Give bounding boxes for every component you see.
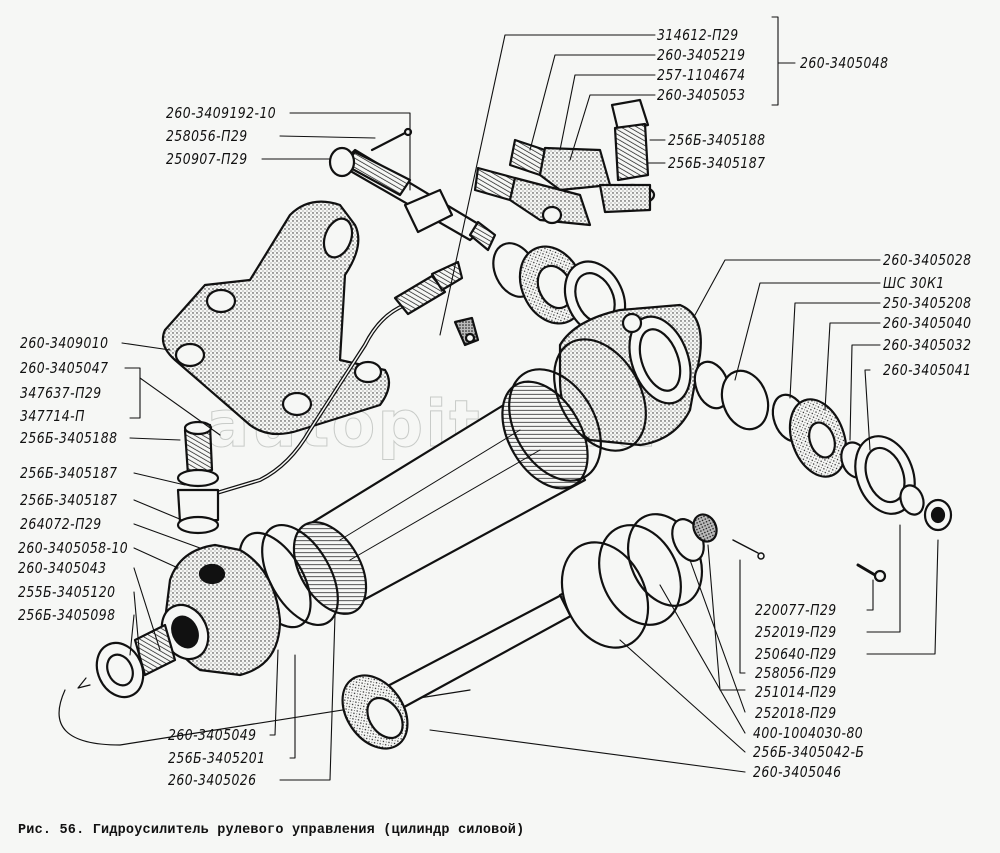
ball-joint-stud: [176, 420, 220, 535]
part-label: 260-3405041: [883, 361, 972, 379]
part-label: 260-3405047: [20, 359, 109, 377]
part-label: 256Б-3405201: [168, 749, 266, 767]
part-label: 250640-П29: [755, 645, 837, 663]
part-label: 260-3405026: [168, 771, 257, 789]
part-label: 260-3405032: [883, 336, 972, 354]
part-label: 260-3409010: [20, 334, 109, 352]
part-label: ШС 30К1: [883, 274, 945, 292]
cylinder-rear-head: [558, 303, 702, 447]
part-label: 347714-П: [20, 407, 85, 425]
figure-caption: Рис. 56. Гидроусилитель рулевого управле…: [18, 823, 525, 838]
breather-plug: [453, 316, 480, 347]
part-label: 255Б-3405120: [18, 583, 116, 601]
part-label: 256Б-3405098: [18, 606, 116, 624]
part-label: 260-3405058-10: [18, 539, 129, 557]
part-label: 314612-П29: [657, 26, 739, 44]
part-label: 256Б-3405187: [20, 464, 118, 482]
part-label: 256Б-3405187: [20, 491, 118, 509]
part-label: 260-3405043: [18, 559, 107, 577]
part-label: 347637-П29: [20, 384, 102, 402]
part-label: 260-3405040: [883, 314, 972, 332]
front-seals: [492, 242, 627, 336]
mounting-bracket: [161, 200, 391, 436]
part-label: 258056-П29: [755, 664, 837, 682]
part-label: 260-3405028: [883, 251, 972, 269]
assembly-label: 260-3405048: [800, 54, 889, 72]
part-label: 220077-П29: [755, 601, 837, 619]
part-label: 251014-П29: [755, 683, 837, 701]
rear-bearing-stack: [693, 360, 953, 583]
part-label: 260-3405046: [753, 763, 842, 781]
leader-lines: [121, 16, 939, 781]
part-label: 260-3405053: [657, 86, 746, 104]
front-seal-stack: [58, 623, 471, 746]
part-label: 257-1104674: [657, 66, 746, 84]
part-label: 260-3405219: [657, 46, 746, 64]
part-label: 400-1004030-80: [753, 724, 864, 742]
piston-assembly: [560, 513, 765, 649]
cylinder-front-head: [160, 543, 282, 677]
part-label: 256Б-3405042-Б: [753, 743, 865, 761]
part-label: 252018-П29: [755, 704, 837, 722]
part-label: 252019-П29: [755, 623, 837, 641]
part-label: 260-3409192-10: [166, 104, 277, 122]
pressure-tube: [208, 260, 464, 497]
part-label: 256Б-3405188: [20, 429, 118, 447]
ball-pin: [328, 127, 497, 252]
part-label: 264072-П29: [20, 515, 102, 533]
part-label: 256Б-3405188: [668, 131, 766, 149]
part-label: 256Б-3405187: [668, 154, 766, 172]
part-label: 250-3405208: [883, 294, 972, 312]
part-label: 258056-П29: [166, 127, 248, 145]
part-label: 260-3405049: [168, 726, 257, 744]
union-fittings: [473, 98, 656, 227]
part-label: 250907-П29: [166, 150, 248, 168]
